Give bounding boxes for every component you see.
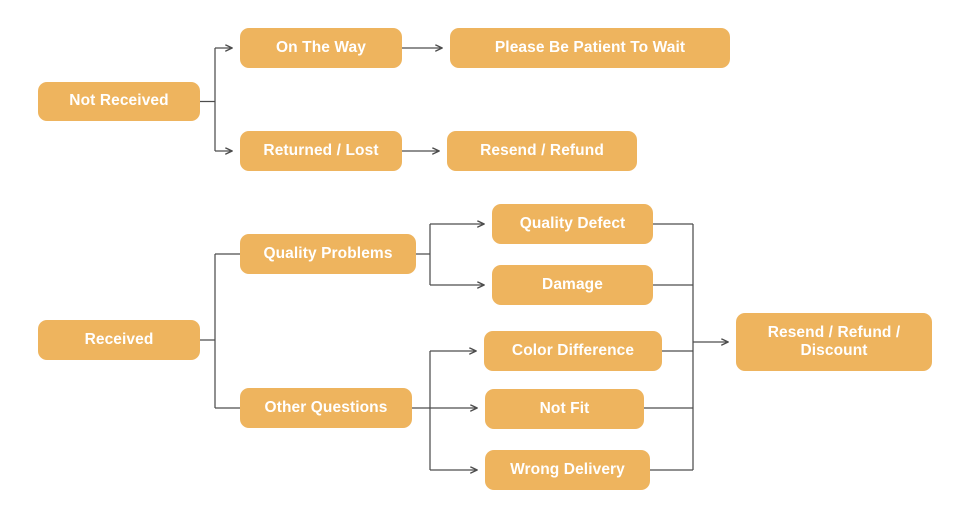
node-returned-lost[interactable]: Returned / Lost	[240, 131, 402, 171]
node-label: Received	[84, 330, 154, 348]
node-label: Returned / Lost	[263, 141, 379, 159]
node-label: Not Fit	[539, 399, 590, 417]
node-not-received[interactable]: Not Received	[38, 82, 200, 121]
node-label: Quality Defect	[519, 214, 626, 232]
node-label: Color Difference	[511, 341, 635, 359]
node-quality-problems[interactable]: Quality Problems	[240, 234, 416, 274]
node-please-be-patient-to-wait[interactable]: Please Be Patient To Wait	[450, 28, 730, 68]
node-received[interactable]: Received	[38, 320, 200, 360]
node-label: Other Questions	[264, 398, 388, 416]
node-other-questions[interactable]: Other Questions	[240, 388, 412, 428]
node-color-difference[interactable]: Color Difference	[484, 331, 662, 371]
node-label: Resend / Refund	[480, 141, 604, 159]
node-resend-refund[interactable]: Resend / Refund	[447, 131, 637, 171]
node-label: On The Way	[276, 38, 366, 56]
node-label: Wrong Delivery	[510, 460, 625, 478]
node-resend-refund-discount[interactable]: Resend / Refund / Discount	[736, 313, 932, 371]
node-label: Not Received	[69, 92, 169, 110]
node-wrong-delivery[interactable]: Wrong Delivery	[485, 450, 650, 490]
node-not-fit[interactable]: Not Fit	[485, 389, 644, 429]
node-quality-defect[interactable]: Quality Defect	[492, 204, 653, 244]
node-label: Damage	[542, 275, 603, 293]
node-label: Resend / Refund / Discount	[767, 323, 901, 359]
node-label: Please Be Patient To Wait	[494, 38, 686, 56]
node-on-the-way[interactable]: On The Way	[240, 28, 402, 68]
node-damage[interactable]: Damage	[492, 265, 653, 305]
node-label: Quality Problems	[263, 244, 393, 262]
